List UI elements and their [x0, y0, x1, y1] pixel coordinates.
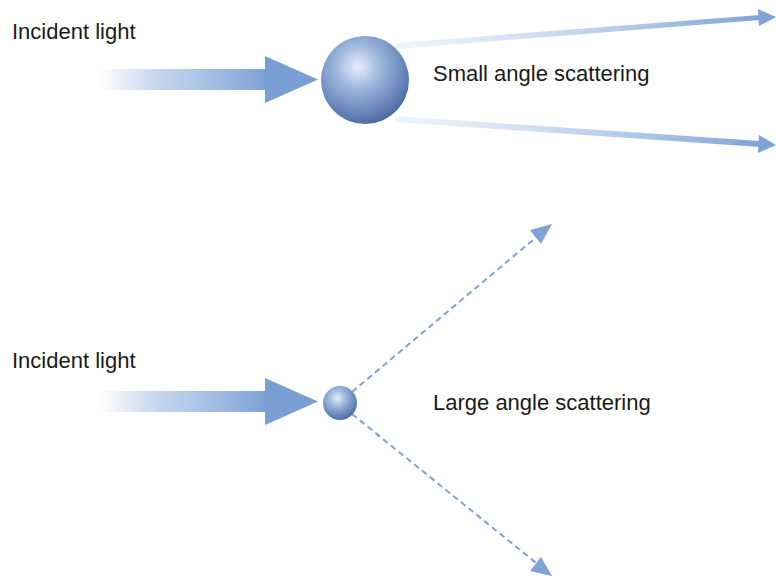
arrowhead [530, 224, 552, 244]
text-label: Large angle scattering [433, 391, 651, 415]
text-label: Incident light [12, 349, 136, 373]
text-label: Small angle scattering [433, 62, 649, 86]
scattered-ray [395, 9, 776, 153]
text-label: Incident light [12, 20, 136, 44]
large-particle [321, 36, 409, 124]
small-particle [323, 386, 357, 420]
incident-arrow [100, 378, 318, 425]
incident-arrow [100, 56, 318, 103]
arrowhead [530, 557, 552, 576]
